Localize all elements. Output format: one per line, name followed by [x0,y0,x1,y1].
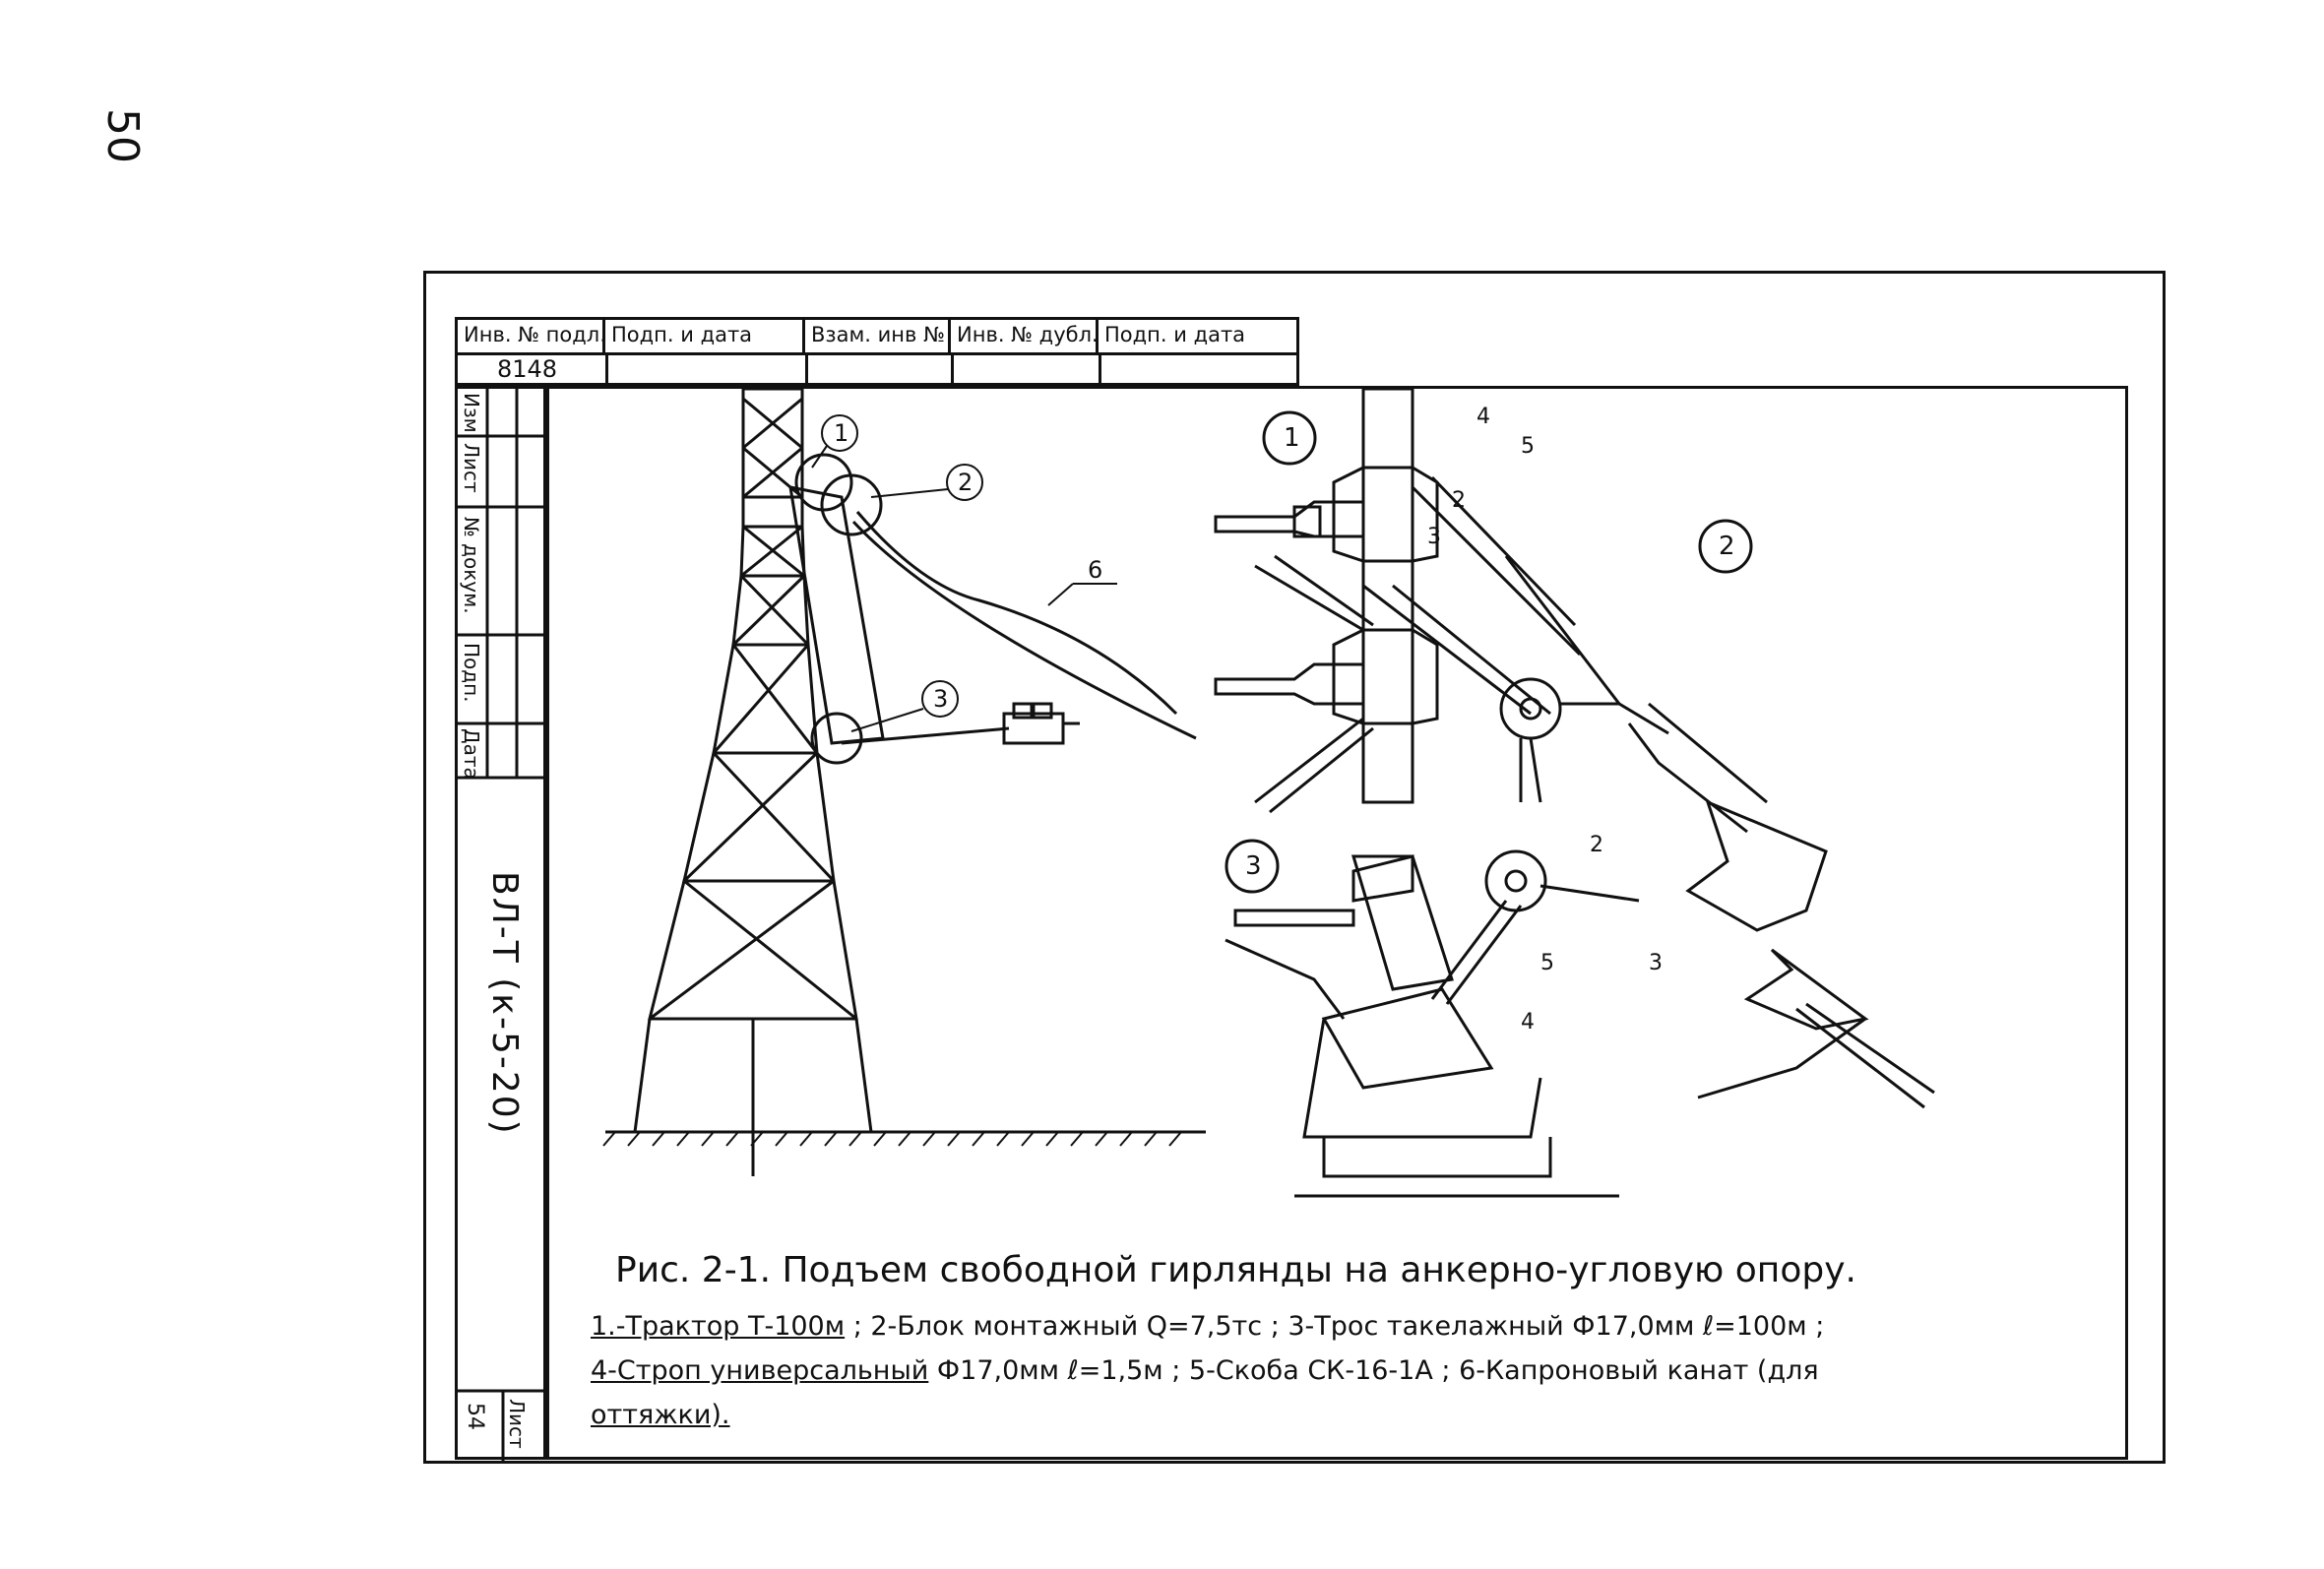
legend-items-2-3: ; 2-Блок монтажный Q=7,5тс ; 3-Трос таке… [845,1311,1825,1342]
detail3-label-4: 4 [1521,1010,1535,1035]
ground-main [602,1130,1206,1147]
drawing-frame [423,271,2166,1464]
figure-caption: Рис. 2-1. Подъем свободной гирлянды на а… [615,1250,1856,1290]
stamp-header-sign: Подп. и дата [605,320,805,352]
callout-3: 3 [1245,851,1262,881]
main-label-2: 2 [958,469,973,496]
inventory-number: 8148 [497,355,558,383]
sidebar-label-izm: Изм [460,393,483,433]
revision-sidebar: Изм Лист № докум. Подп. Дата ВЛ-Т (к-5-2… [455,386,549,1463]
main-label-1: 1 [834,419,848,447]
detail-3 [1225,839,1640,1198]
detail1-label-3: 3 [1427,525,1441,549]
detail1-label-2: 2 [1452,488,1466,513]
drawing-code: ВЛ-Т (к-5-20) [484,871,525,1136]
detail3-label-3: 3 [1649,951,1663,975]
sidebar-label-doc: № докум. [460,517,483,614]
stamp-header-inv: Инв. № подл. [458,320,605,352]
figure-legend: 1.-Трактор Т-100м ; 2-Блок монтажный Q=7… [591,1304,2018,1437]
sidebar-label-list: Лист [460,443,483,493]
legend-item-1: 1.-Трактор Т-100м [591,1311,846,1342]
callout-2: 2 [1719,532,1735,561]
sheet-label: Лист [505,1399,529,1449]
sidebar-label-sign: Подп. [460,643,483,703]
detail3-label-5: 5 [1540,951,1554,975]
main-callouts [811,414,1117,732]
stamp-header-sign2: Подп. и дата [1104,323,1246,346]
legend-items-4-6: Ф17,0мм ℓ=1,5м ; 5-Скоба СК-16-1А ; 6-Ка… [928,1355,1819,1386]
sidebar-label-date: Дата [460,728,483,780]
main-label-6: 6 [1088,556,1102,584]
technical-drawing: 1 2 3 6 1 2 4 5 2 3 [602,389,1935,1198]
legend-item-4: 4-Строп универсальный [591,1355,929,1386]
page-number: 50 [97,108,148,163]
stamp-table: Инв. № подл. Подп. и дата Взам. инв № Ин… [455,317,1299,386]
detail3-label-2: 2 [1590,833,1603,857]
main-label-3: 3 [933,685,948,713]
drawing-area [546,386,2128,1460]
detail1-label-5: 5 [1521,434,1535,459]
gin-pole-assembly [788,453,1197,765]
stamp-header-dup: Инв. № дубл. [951,320,1099,352]
sheet-number: 54 [463,1403,487,1430]
legend-item-end: оттяжки). [591,1400,730,1430]
callout-1: 1 [1284,423,1300,453]
detail1-label-4: 4 [1476,405,1490,429]
detail-1 [1214,389,1935,1109]
stamp-header-replace: Взам. инв № [805,320,951,352]
stamp-divider [458,352,1296,355]
tower [633,389,873,1176]
